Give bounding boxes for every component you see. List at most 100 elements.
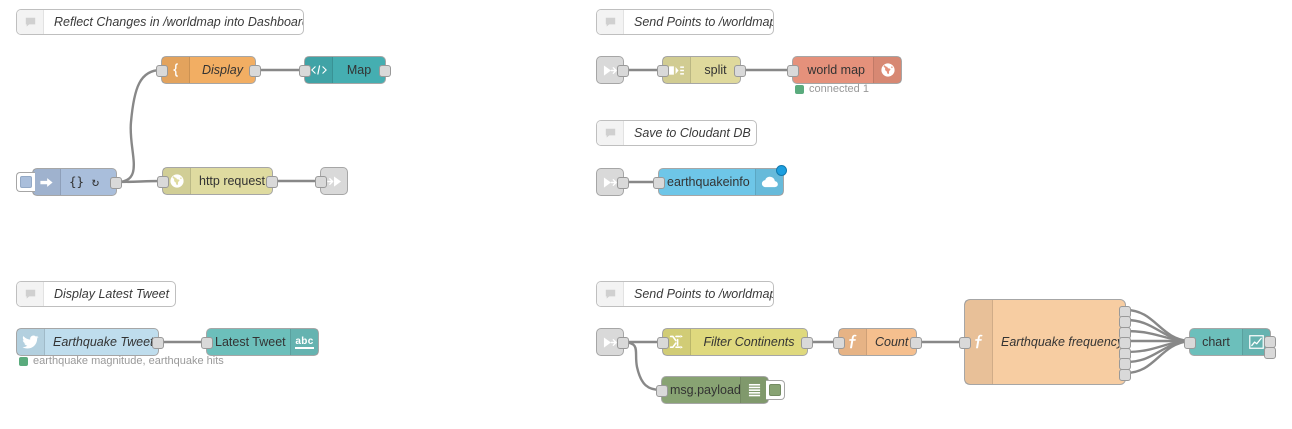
earthquake-frequency-input-port[interactable] xyxy=(959,337,971,349)
status-world-map: connected 1 xyxy=(795,83,869,95)
node-link-in-1[interactable] xyxy=(596,56,629,84)
chart-output-port-2[interactable] xyxy=(1264,347,1276,359)
comment-icon xyxy=(597,10,624,34)
msg-payload-body: msg.payload xyxy=(662,377,740,403)
node-earthquakeinfo-label: earthquakeinfo xyxy=(667,174,750,189)
comment-node-send-points-bottom[interactable]: Send Points to /worldmap xyxy=(596,281,774,307)
node-chart-label: chart xyxy=(1202,334,1230,349)
node-inject[interactable]: {} ↻ xyxy=(16,168,122,196)
node-chart[interactable]: chart xyxy=(1184,328,1276,359)
comment-label: Reflect Changes in /worldmap into Dashbo… xyxy=(54,15,304,29)
latest-tweet-body: Latest Tweet xyxy=(207,329,290,355)
wire-frequency-out3-to-chart xyxy=(1124,329,1191,343)
comment-icon xyxy=(597,282,624,306)
debug-enable-button[interactable] xyxy=(766,380,785,400)
http-request-input-port[interactable] xyxy=(157,176,169,188)
display-output-port[interactable] xyxy=(249,65,261,77)
comment-label: Display Latest Tweet xyxy=(54,287,170,301)
comment-node-send-points-top[interactable]: Send Points to /worldmap xyxy=(596,9,774,35)
link-in-3-body xyxy=(597,329,623,355)
inject-output-port[interactable] xyxy=(110,177,122,189)
link-in-1-output-port[interactable] xyxy=(617,65,629,77)
node-filter-continents[interactable]: Filter Continents xyxy=(657,328,813,356)
split-body: split xyxy=(691,57,740,83)
http-request-body: http request xyxy=(191,168,272,194)
node-split[interactable]: split xyxy=(657,56,746,84)
node-count[interactable]: Count xyxy=(833,328,922,356)
inject-trigger-button[interactable] xyxy=(16,172,35,192)
count-output-port[interactable] xyxy=(910,337,922,349)
chart-body: chart xyxy=(1190,329,1242,355)
node-map[interactable]: Map xyxy=(299,56,391,84)
display-input-port[interactable] xyxy=(156,65,168,77)
debug-lines-icon xyxy=(740,377,768,403)
node-link-in-2[interactable] xyxy=(596,168,629,196)
node-count-label: Count xyxy=(875,334,909,349)
node-http-request[interactable]: http request xyxy=(157,167,278,195)
display-body: Display xyxy=(190,57,255,83)
wire-frequency-out1-to-chart xyxy=(1124,308,1191,343)
msg-payload-input-port[interactable] xyxy=(656,385,668,397)
link-in-2-output-port[interactable] xyxy=(617,177,629,189)
count-input-port[interactable] xyxy=(833,337,845,349)
node-msg-payload-debug[interactable]: msg.payload xyxy=(656,376,785,404)
comment-label: Send Points to /worldmap xyxy=(634,287,774,301)
filter-continents-input-port[interactable] xyxy=(657,337,669,349)
earthquakeinfo-input-port[interactable] xyxy=(653,177,665,189)
node-earthquake-frequency-label: Earthquake frequency xyxy=(1001,334,1124,349)
map-input-port[interactable] xyxy=(299,65,311,77)
world-map-input-port[interactable] xyxy=(787,65,799,77)
node-filter-continents-label: Filter Continents xyxy=(703,334,795,349)
status-text: earthquake magnitude, earthquake hits xyxy=(33,355,224,367)
comment-icon xyxy=(597,121,624,145)
link-in-3-output-port[interactable] xyxy=(617,337,629,349)
node-world-map[interactable]: world map xyxy=(787,56,902,84)
node-inject-label: {} ↻ xyxy=(69,173,100,189)
comment-node-display-latest-tweet[interactable]: Display Latest Tweet xyxy=(16,281,176,307)
node-link-out[interactable] xyxy=(315,167,348,195)
node-split-label: split xyxy=(704,62,727,77)
earthquake-frequency-output-ports xyxy=(1119,300,1131,384)
wire-linkin3-to-debug xyxy=(622,340,663,392)
node-earthquakeinfo[interactable]: earthquakeinfo xyxy=(653,165,787,196)
earthquakeinfo-body: earthquakeinfo xyxy=(659,169,755,195)
earthquake-frequency-output-port-7[interactable] xyxy=(1119,369,1131,381)
wire-frequency-out5-to-chart xyxy=(1124,339,1191,354)
node-latest-tweet[interactable]: Latest Tweet abc xyxy=(201,328,319,356)
node-latest-tweet-label: Latest Tweet xyxy=(215,334,286,349)
node-link-in-3[interactable] xyxy=(596,328,629,356)
split-output-port[interactable] xyxy=(734,65,746,77)
wire-inject-to-display xyxy=(115,68,163,184)
map-output-port[interactable] xyxy=(379,65,391,77)
node-msg-payload-label: msg.payload xyxy=(670,382,740,397)
status-earthquake-tweets: earthquake magnitude, earthquake hits xyxy=(19,355,224,367)
latest-tweet-input-port[interactable] xyxy=(201,337,213,349)
node-world-map-label: world map xyxy=(807,62,865,77)
filter-continents-output-port[interactable] xyxy=(801,337,813,349)
comment-label: Send Points to /worldmap xyxy=(634,15,774,29)
split-input-port[interactable] xyxy=(657,65,669,77)
comment-node-reflect-changes[interactable]: Reflect Changes in /worldmap into Dashbo… xyxy=(16,9,304,35)
comment-node-save-cloudant[interactable]: Save to Cloudant DB xyxy=(596,120,757,146)
filter-continents-body: Filter Continents xyxy=(691,329,807,355)
link-in-icon xyxy=(597,63,623,78)
link-in-2-body xyxy=(597,169,623,195)
chart-input-port[interactable] xyxy=(1184,337,1196,349)
node-earthquake-frequency[interactable]: Earthquake frequency xyxy=(959,299,1131,385)
wire-frequency-out7-to-chart xyxy=(1124,339,1191,375)
earthquake-tweets-output-port[interactable] xyxy=(152,337,164,349)
wire-inject-to-http xyxy=(115,179,164,184)
node-earthquake-tweets[interactable]: Earthquake Tweets xyxy=(16,328,164,356)
node-display[interactable]: Display xyxy=(156,56,261,84)
link-in-1-body xyxy=(597,57,623,83)
http-request-output-port[interactable] xyxy=(266,176,278,188)
unsaved-changes-badge xyxy=(776,165,787,176)
status-text: connected 1 xyxy=(809,83,869,95)
comment-label: Save to Cloudant DB xyxy=(634,126,751,140)
earthquake-frequency-body: Earthquake frequency xyxy=(993,300,1125,384)
link-in-icon xyxy=(597,335,623,350)
link-out-input-port[interactable] xyxy=(315,176,327,188)
map-body: Map xyxy=(333,57,385,83)
inject-trigger-swatch xyxy=(20,176,32,188)
